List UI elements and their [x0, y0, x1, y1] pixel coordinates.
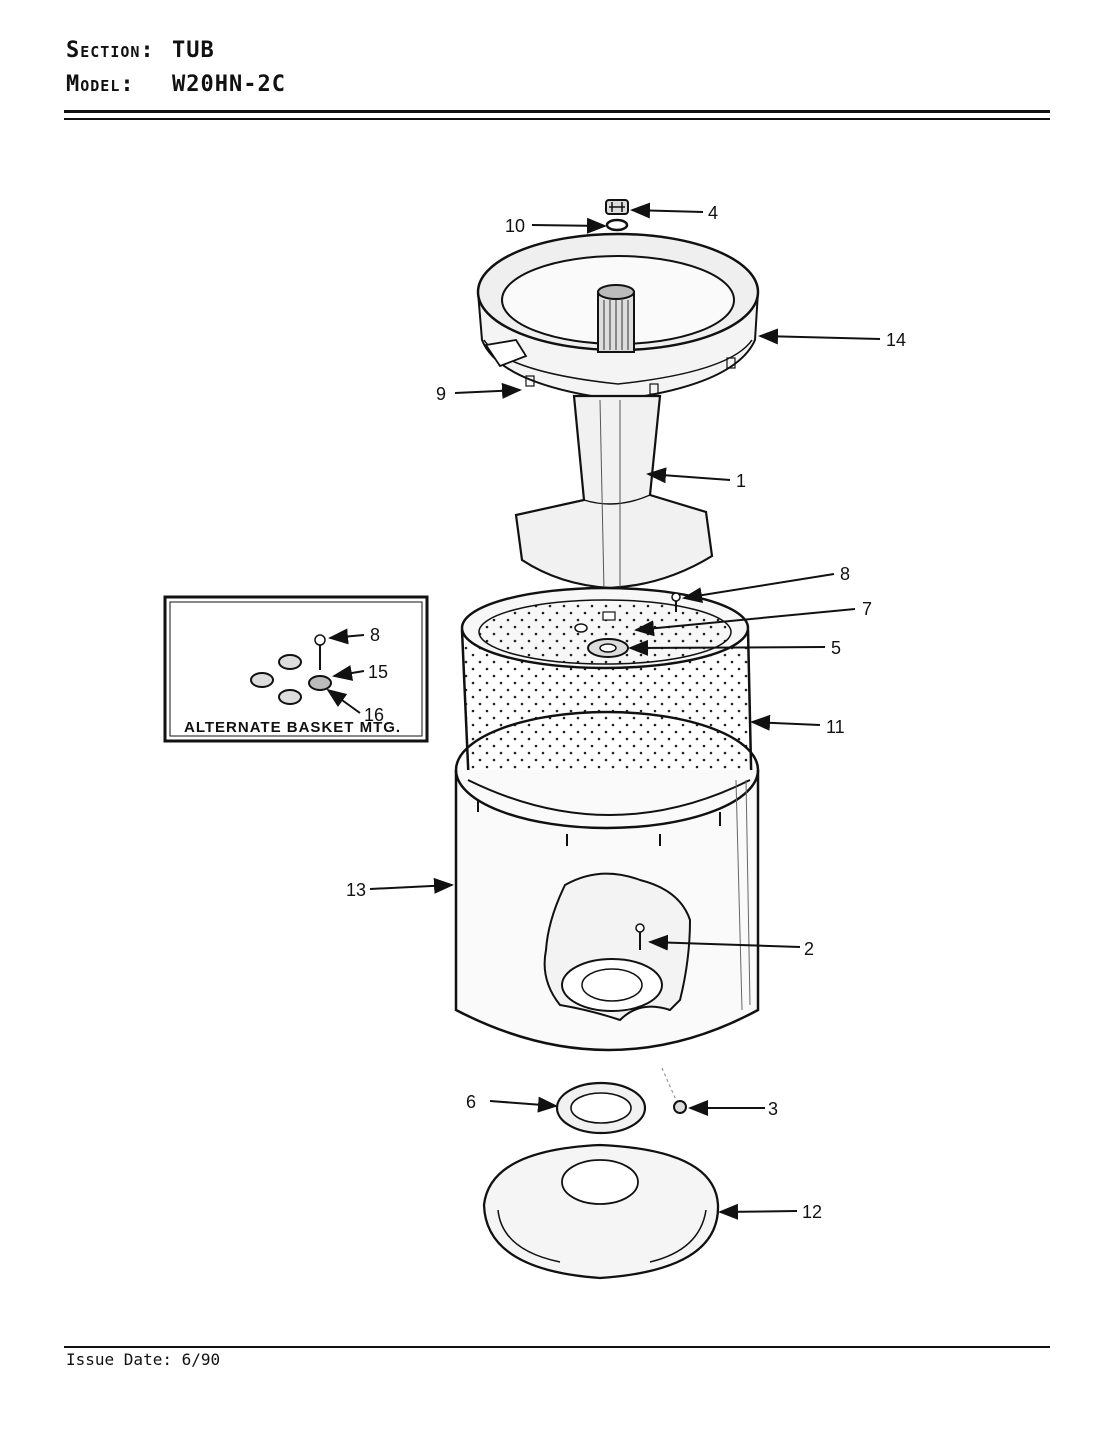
header-rule-bottom [64, 118, 1050, 120]
callout-5: 5 [831, 638, 841, 658]
inset-alternate-basket-mtg: ALTERNATE BASKET MTG. [163, 595, 429, 743]
part-3-bolt [661, 1067, 687, 1114]
inset-title: ALTERNATE BASKET MTG. [184, 719, 401, 736]
callout-13: 13 [346, 880, 366, 900]
callout-14: 14 [886, 330, 906, 350]
callout-11: 11 [826, 717, 845, 737]
section-label: Section: [66, 38, 155, 63]
callout-10: 10 [505, 216, 525, 236]
model-label: Model: [66, 72, 135, 97]
inset-grommets [250, 634, 332, 705]
callout-2: 2 [804, 939, 814, 959]
footer-rule [64, 1346, 1050, 1348]
section-value: TUB [172, 38, 215, 63]
callout-4: 4 [708, 203, 718, 223]
part-4-nut [605, 199, 629, 215]
header-rule-top [64, 110, 1050, 113]
callout-7: 7 [862, 599, 872, 619]
part-12-base-plate [482, 1143, 720, 1280]
inset-callout-8: 8 [370, 625, 380, 645]
section-line: Section: TUB [66, 38, 214, 63]
callout-labels: 4 10 14 9 1 8 7 5 11 13 2 6 3 12 8 15 16 [346, 203, 906, 1222]
part-6-gasket [555, 1081, 647, 1135]
issue-date: Issue Date: 6/90 [66, 1350, 221, 1369]
callout-leaders [326, 202, 881, 1220]
inset-callout-15: 15 [368, 662, 388, 682]
callout-8: 8 [840, 564, 850, 584]
callout-6: 6 [466, 1092, 476, 1112]
callout-9: 9 [436, 384, 446, 404]
model-line: Model: W20HN-2C [66, 72, 285, 97]
callout-1: 1 [736, 471, 746, 491]
callout-12: 12 [802, 1202, 822, 1222]
part-2-base-cutaway [543, 872, 692, 1022]
part-1-hub [514, 284, 714, 591]
inset-callout-16: 16 [364, 705, 384, 725]
callout-3: 3 [768, 1099, 778, 1119]
part-10-seal [605, 218, 629, 232]
model-value: W20HN-2C [172, 72, 286, 97]
